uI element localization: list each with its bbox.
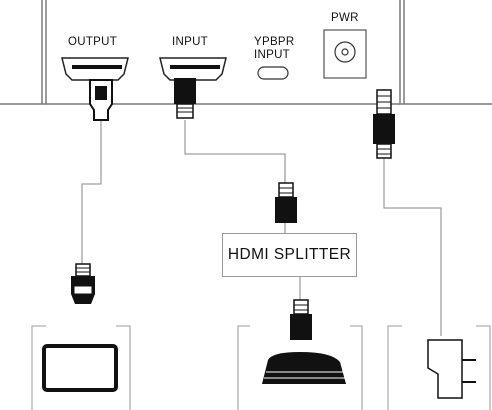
- game-console-icon: [262, 352, 346, 384]
- hdmi-plug-splitter-output-icon: [290, 299, 312, 340]
- device-back-panel: [0, 0, 492, 105]
- hdmi-plug-splitter-input-icon: [275, 182, 297, 223]
- power-jack-icon: [323, 29, 367, 79]
- ypbpr-port-icon: [257, 66, 289, 80]
- hdmi-plug-output-icon: [89, 79, 113, 121]
- power-adapter-icon: [427, 339, 476, 399]
- tv-monitor-icon: [42, 344, 118, 392]
- power-port-label: PWR: [331, 12, 359, 24]
- output-port-label: OUTPUT: [68, 36, 118, 48]
- hdmi-plug-input-icon: [174, 78, 196, 119]
- power-cable-line: [383, 158, 442, 336]
- input-port-label: INPUT: [172, 36, 208, 48]
- cable-lines: [81, 120, 442, 336]
- input-cable-line: [184, 120, 286, 183]
- ypbpr-port-label-line1: YPBPR: [254, 36, 295, 48]
- hdmi-splitter-box: HDMI SPLITTER: [222, 233, 357, 277]
- hdmi-output-port-icon: [61, 57, 129, 81]
- hdmi-input-port-icon: [159, 57, 227, 81]
- hdmi-splitter-label: HDMI SPLITTER: [227, 246, 352, 263]
- power-plug-icon: [373, 89, 395, 159]
- output-cable-line: [81, 120, 102, 264]
- ypbpr-port-label-line2: INPUT: [254, 49, 290, 61]
- hdmi-plug-tv-icon: [71, 263, 95, 304]
- device-frames: [31, 325, 491, 410]
